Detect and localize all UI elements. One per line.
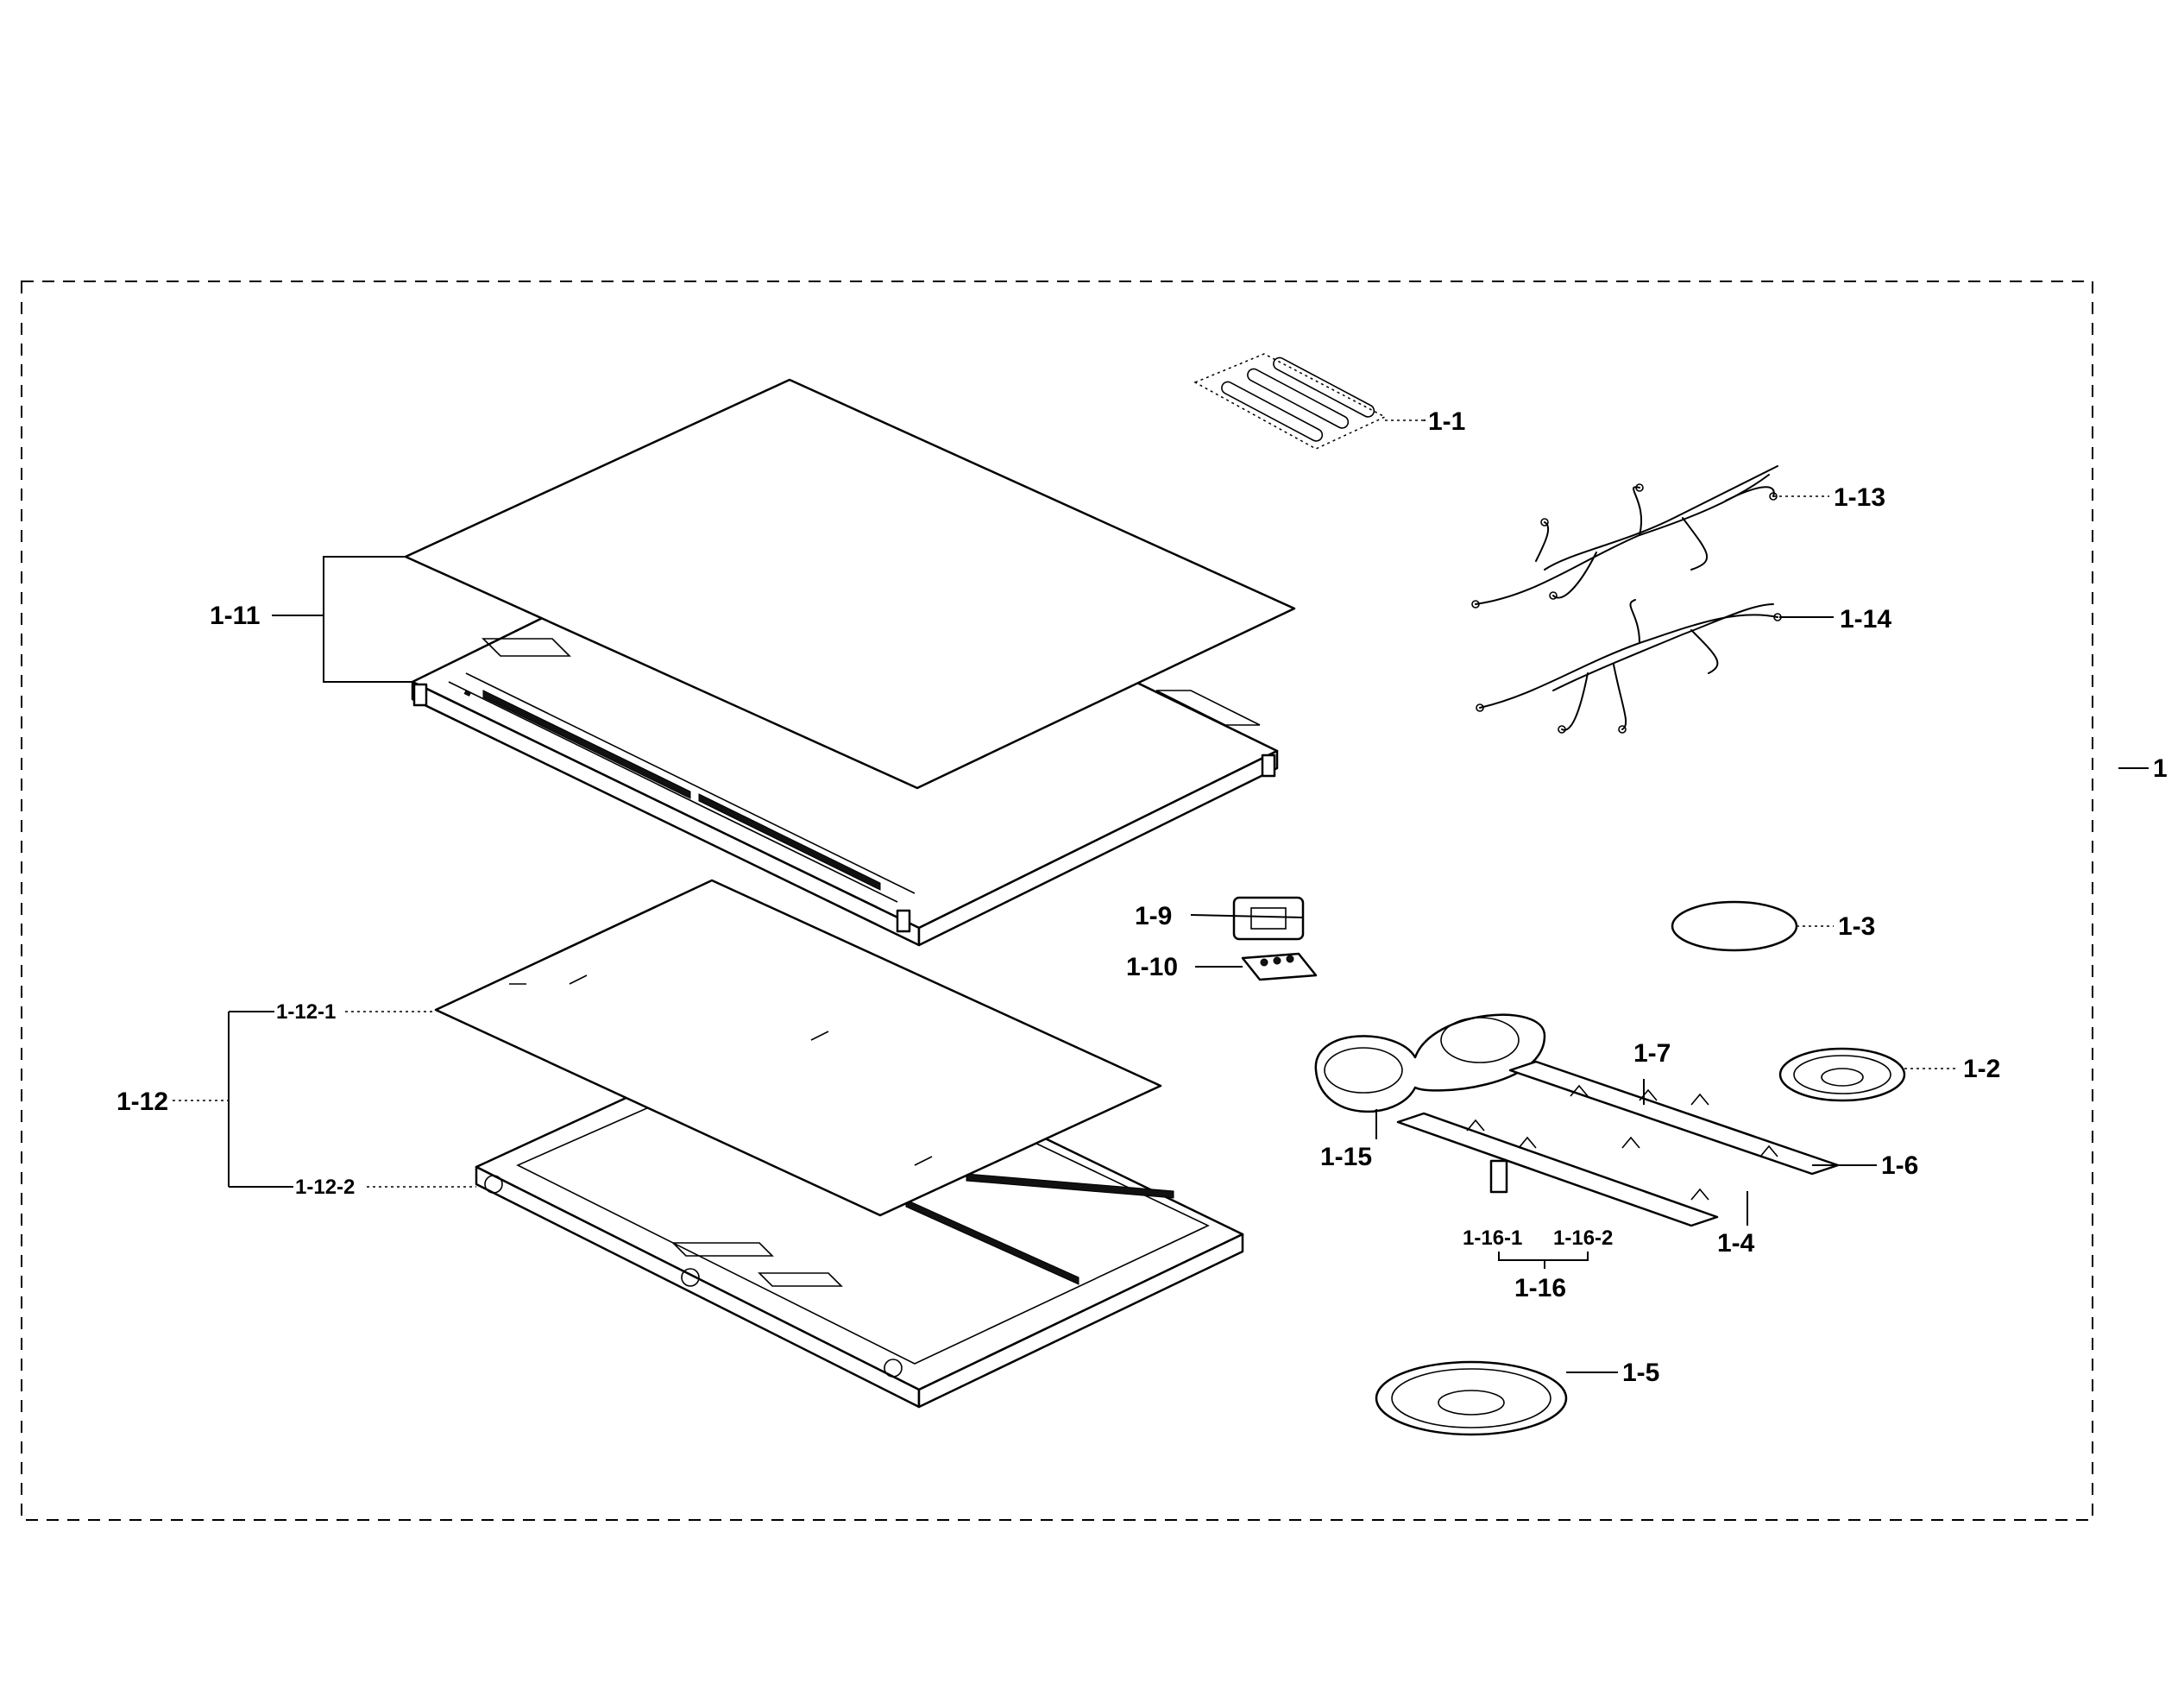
label-1-4: 1-4: [1717, 1229, 1755, 1258]
part-1-9-sensor: [1232, 896, 1305, 941]
part-1-10-terminal-block: [1241, 952, 1318, 981]
label-1-3: 1-3: [1838, 912, 1875, 941]
label-1-6: 1-6: [1881, 1151, 1918, 1180]
glass-cooktop: [404, 378, 1296, 790]
label-assembly-1: 1: [2153, 754, 2168, 783]
label-1-2: 1-2: [1963, 1055, 2000, 1083]
part-1-14-wire-harness: [1476, 599, 1782, 734]
label-1-11: 1-11: [210, 602, 260, 630]
label-1-5: 1-5: [1622, 1359, 1659, 1387]
part-1-3-disc: [1671, 900, 1798, 952]
part-1-16-component: [1489, 1159, 1508, 1194]
label-1-14: 1-14: [1840, 605, 1891, 634]
label-1-15: 1-15: [1320, 1143, 1372, 1171]
label-1-13: 1-13: [1834, 483, 1885, 512]
part-1-2-coil-small: [1778, 1047, 1906, 1102]
part-labels: 1 1-1 1-13 1-14 1-11 1-9 1-10 1-3 1-7 1-…: [116, 407, 2168, 1387]
label-1-12-1: 1-12-1: [276, 1000, 336, 1024]
part-1-12-chassis-assembly: [434, 879, 1244, 1409]
part-1-15-coil-bracket: [1314, 1013, 1546, 1113]
part-1-11-glass-top-assembly: [404, 378, 1296, 947]
label-1-1: 1-1: [1428, 407, 1465, 436]
part-1-5-coil-large: [1375, 1360, 1568, 1436]
glass-panel-1-12-1: [434, 879, 1162, 1217]
label-1-16: 1-16: [1514, 1274, 1566, 1302]
label-1-12-2: 1-12-2: [295, 1176, 355, 1199]
label-1-16-2: 1-16-2: [1553, 1227, 1613, 1250]
assembly-boundary: [21, 281, 2093, 1521]
part-1-13-wire-harness: [1471, 465, 1778, 609]
leader-lines: [173, 419, 2149, 1373]
label-1-7: 1-7: [1633, 1039, 1671, 1068]
part-1-1-gasket-set: [1193, 353, 1387, 450]
label-1-10: 1-10: [1126, 953, 1178, 981]
label-1-12: 1-12: [116, 1088, 168, 1116]
label-1-16-1: 1-16-1: [1463, 1227, 1522, 1250]
label-1-9: 1-9: [1135, 902, 1172, 930]
